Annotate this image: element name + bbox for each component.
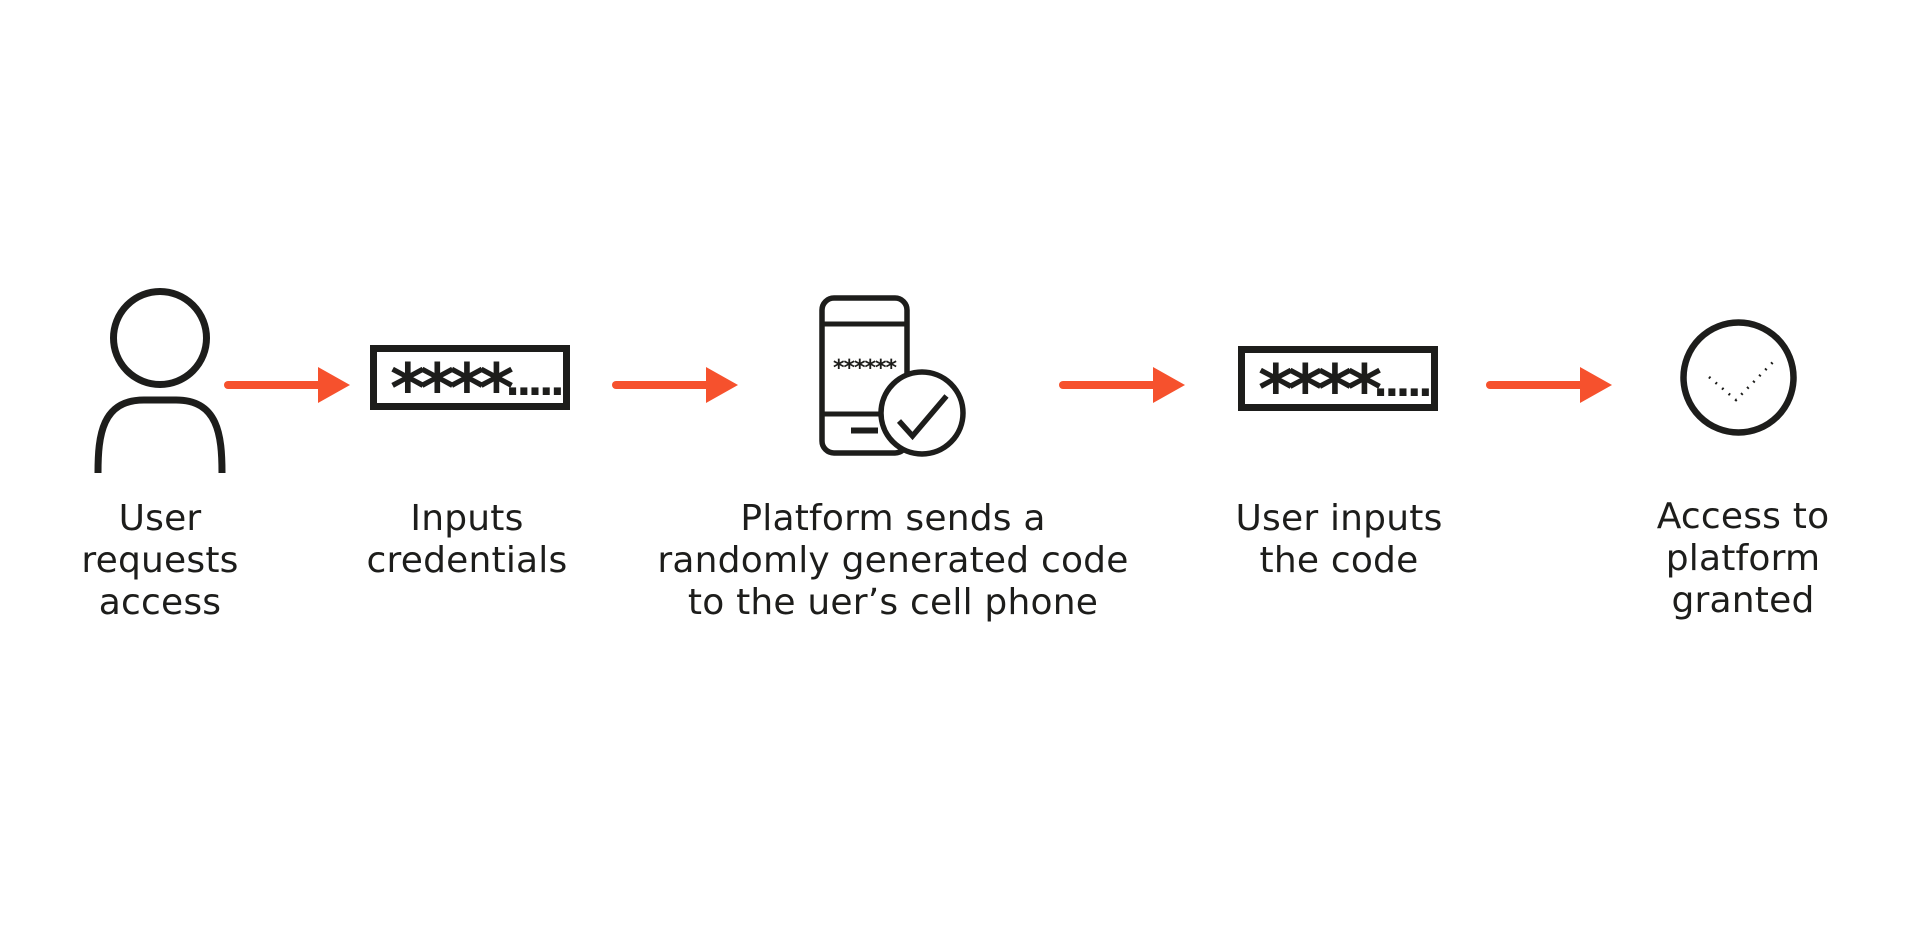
phone-check-icon: ****** [819,295,966,457]
password-mask-stars: **** [390,350,514,410]
flow-arrow-3 [1059,367,1185,403]
password-mask-stars: **** [1258,351,1382,411]
password-field-border [1238,346,1438,411]
flow-arrow-2 [612,367,738,403]
step-label-platform-sends-code: Platform sends a randomly generated code… [657,498,1129,623]
step-label-access-granted: Access to platform granted [1656,496,1830,621]
check-badge-circle [878,369,966,457]
check-circle-dotted-icon [1680,319,1797,436]
phone-screen-code: ****** [833,356,898,381]
dotted-checkmark [1708,359,1776,402]
flow-arrow-4 [1486,367,1612,403]
step-label-user-requests-access: User requests access [81,498,239,623]
step-label-user-inputs-code: User inputs the code [1235,498,1443,581]
check-badge-checkmark [896,394,949,441]
person-icon [94,288,226,473]
password-field-border [370,345,570,410]
person-head [110,288,210,388]
step-label-inputs-credentials: Inputs credentials [366,498,568,581]
person-shoulders [94,396,226,473]
flow-arrow-1 [224,367,350,403]
password-field-icon: **** ..... [1238,346,1438,411]
password-field-icon: **** ..... [370,345,570,410]
password-mask-dots: ..... [1373,360,1430,406]
granted-circle [1680,319,1797,436]
password-mask-dots: ..... [505,359,562,405]
